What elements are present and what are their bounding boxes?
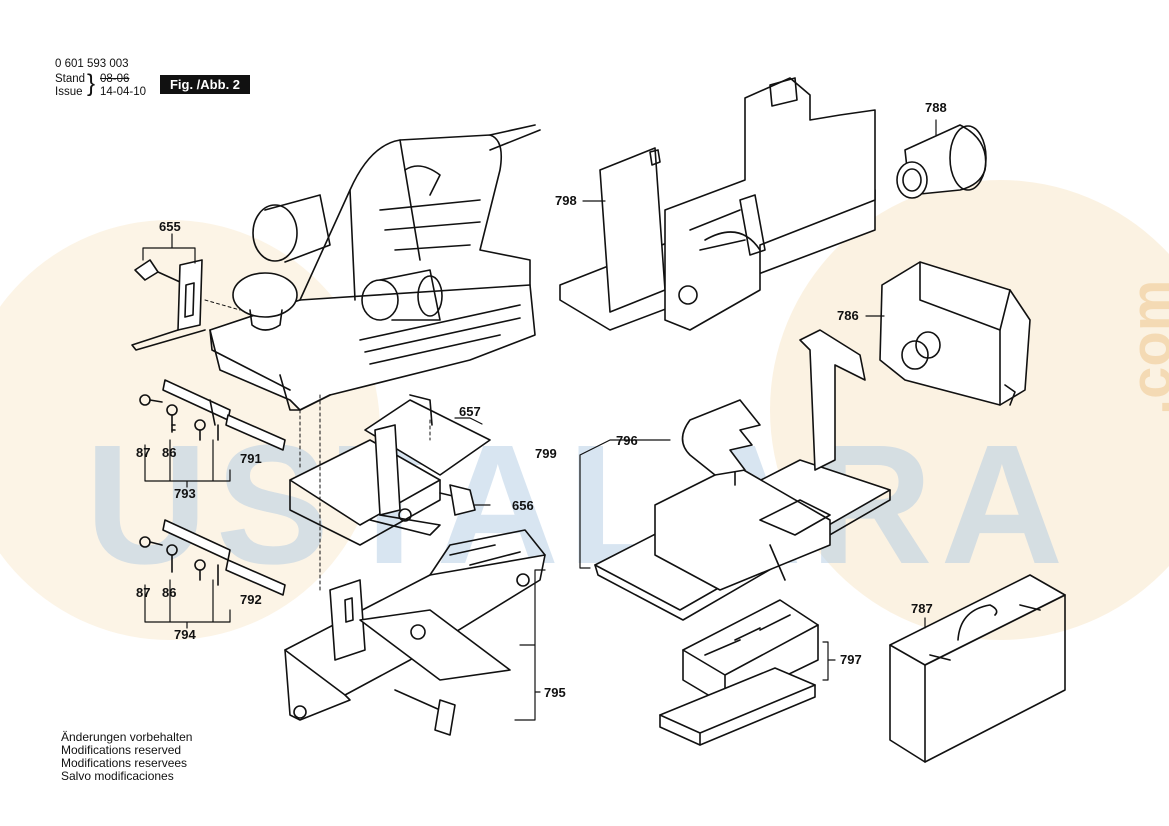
planer-drawing <box>209 124 541 411</box>
note-en: Modifications reserved <box>61 743 182 757</box>
label-86-upper: 86 <box>162 445 177 460</box>
part-791-group-drawing <box>139 379 286 451</box>
leader-lines <box>142 119 937 721</box>
part-786-drawing <box>879 261 1031 406</box>
part-788-drawing <box>896 124 987 199</box>
label-656: 656 <box>512 498 534 513</box>
issue-date: 14-04-10 <box>100 86 147 98</box>
label-796: 796 <box>616 433 638 448</box>
label-86-lower: 86 <box>162 585 177 600</box>
part-787-drawing <box>889 574 1066 763</box>
part-792-group-drawing <box>139 519 286 596</box>
label-87-lower: 87 <box>136 585 151 600</box>
note-fr: Modifications reservees <box>61 756 188 770</box>
issue-label: Issue <box>55 86 83 98</box>
part-795-drawing <box>284 529 546 736</box>
label-791: 791 <box>240 451 262 466</box>
label-794: 794 <box>174 627 196 642</box>
label-792: 792 <box>240 592 262 607</box>
label-87-upper: 87 <box>136 445 151 460</box>
header-brace: } <box>87 70 96 97</box>
label-655: 655 <box>159 219 181 234</box>
assembly-guides <box>204 299 431 591</box>
part-number: 0 601 593 003 <box>55 58 129 70</box>
label-786: 786 <box>837 308 859 323</box>
part-798-drawing <box>559 77 876 331</box>
label-657: 657 <box>459 404 481 419</box>
part-657-656-drawing <box>289 394 491 546</box>
label-798: 798 <box>555 193 577 208</box>
stand-label: Stand <box>55 73 86 85</box>
label-797: 797 <box>840 652 862 667</box>
label-788: 788 <box>925 100 947 115</box>
label-793: 793 <box>174 486 196 501</box>
figure-label: Fig. /Abb. 2 <box>160 75 250 94</box>
part-799-796-drawing <box>594 329 891 621</box>
note-es: Salvo modificaciones <box>61 769 174 783</box>
part-797-drawing <box>659 599 819 746</box>
label-787: 787 <box>911 601 933 616</box>
part-655-drawing <box>131 259 206 351</box>
stand-date: 08-06 <box>100 73 130 85</box>
label-799: 799 <box>535 446 557 461</box>
watermark-text: USTALARA <box>85 410 1072 600</box>
note-de: Änderungen vorbehalten <box>61 730 193 744</box>
label-795: 795 <box>544 685 566 700</box>
